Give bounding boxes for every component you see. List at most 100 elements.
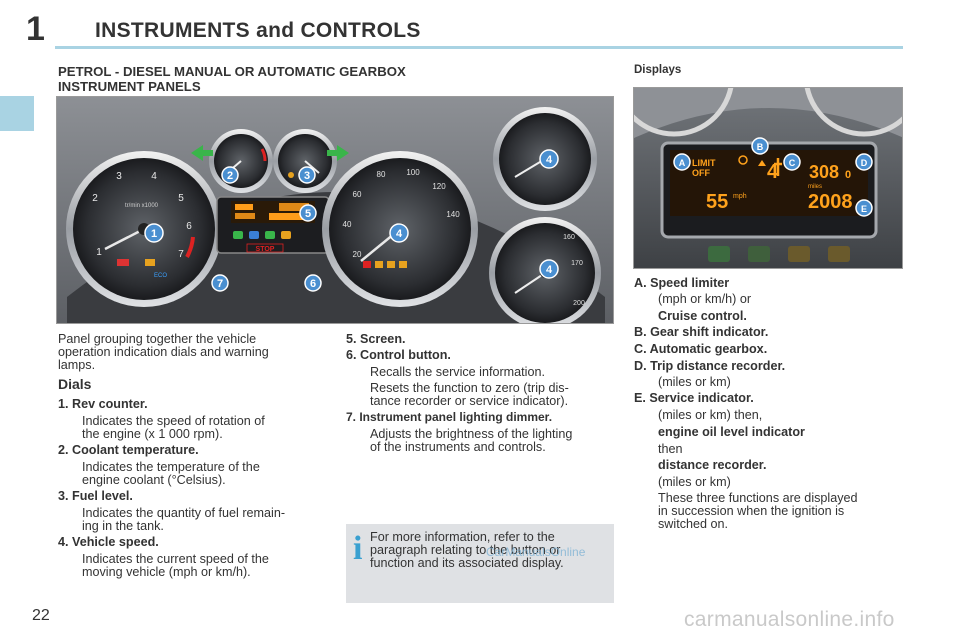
rev-counter-dial: 1 2 3 4 5 6 7 tr/min x1000 ECO bbox=[66, 151, 222, 307]
item-7-title: 7. Instrument panel lighting dimmer. bbox=[346, 410, 553, 424]
svg-text:5: 5 bbox=[305, 208, 311, 220]
speed-label-140: 140 bbox=[446, 210, 460, 219]
display-figure: LIMIT OFF 4 308 0 55 2008 mph miles A B … bbox=[633, 87, 903, 269]
speed-label-120: 120 bbox=[432, 182, 446, 191]
legend-d-title: D. Trip distance recorder. bbox=[634, 359, 786, 373]
detail-label-200: 200 bbox=[573, 300, 585, 307]
svg-text:D: D bbox=[861, 158, 868, 168]
gear-digit: 4 bbox=[767, 161, 779, 183]
display-callout-c: C bbox=[783, 153, 801, 171]
detail-label-160: 160 bbox=[563, 234, 575, 241]
rev-label-4: 4 bbox=[151, 171, 157, 182]
item-1-title: 1. Rev counter. bbox=[58, 397, 148, 411]
limit-line-1: LIMIT bbox=[692, 158, 716, 168]
legend-e-line-4: distance recorder. bbox=[658, 458, 767, 472]
section-title: PETROL - DIESEL MANUAL OR AUTOMATIC GEAR… bbox=[58, 64, 406, 94]
callout-3: 3 bbox=[298, 166, 316, 184]
display-callout-a: A bbox=[673, 153, 691, 171]
chapter-number: 1 bbox=[26, 10, 45, 48]
svg-text:B: B bbox=[757, 142, 764, 152]
fuel-dial bbox=[273, 129, 337, 193]
intro-text: Panel grouping together the vehicle oper… bbox=[58, 332, 269, 372]
speed-label-20: 20 bbox=[353, 250, 362, 259]
svg-text:4: 4 bbox=[546, 154, 553, 166]
displays-title: Displays bbox=[634, 64, 682, 76]
limit-line-2: OFF bbox=[692, 168, 710, 178]
svg-text:4: 4 bbox=[546, 264, 553, 276]
turn-left-arrow bbox=[191, 145, 213, 161]
rev-label-1: 1 bbox=[96, 247, 102, 258]
callout-5: 5 bbox=[299, 204, 317, 222]
callout-6: 6 bbox=[304, 274, 322, 292]
svg-text:1: 1 bbox=[151, 228, 157, 240]
item-3-title: 3. Fuel level. bbox=[58, 489, 133, 503]
instrument-panel-illustration: 1 2 3 4 5 6 7 tr/min x1000 ECO bbox=[57, 97, 613, 323]
detail-label-170: 170 bbox=[571, 260, 583, 267]
coolant-dial bbox=[209, 129, 273, 193]
callout-1: 1 bbox=[144, 223, 164, 243]
legend-b-title: B. Gear shift indicator. bbox=[634, 325, 769, 339]
speed-label-100: 100 bbox=[406, 168, 420, 177]
display-callout-b: B bbox=[751, 137, 769, 155]
info-icon: i bbox=[353, 530, 363, 567]
callout-4-upper: 4 bbox=[539, 149, 559, 169]
info-text: For more information, refer to the parag… bbox=[370, 530, 564, 570]
svg-text:2: 2 bbox=[227, 170, 233, 182]
item-3-desc: Indicates the quantity of fuel remain- i… bbox=[82, 506, 286, 533]
rev-label-5: 5 bbox=[178, 193, 184, 204]
svg-text:3: 3 bbox=[304, 170, 310, 182]
page-number: 22 bbox=[32, 607, 50, 624]
rev-label-3: 3 bbox=[116, 171, 122, 182]
svg-text:4: 4 bbox=[396, 228, 403, 240]
chapter-side-tab bbox=[0, 96, 34, 131]
miles-label: miles bbox=[808, 184, 822, 190]
legend-a-title: A. Speed limiter bbox=[634, 276, 730, 290]
legend-e-line-2: engine oil level indicator bbox=[658, 425, 805, 439]
instrument-panel-figure: 1 2 3 4 5 6 7 tr/min x1000 ECO bbox=[56, 96, 614, 324]
item-4-desc: Indicates the current speed of the movin… bbox=[82, 552, 269, 579]
legend-d-line-1: (miles or km) bbox=[658, 375, 731, 389]
item-2-desc: Indicates the temperature of the engine … bbox=[82, 460, 260, 487]
item-7-desc: Adjusts the brightness of the lighting o… bbox=[370, 427, 573, 454]
callout-4-main: 4 bbox=[389, 223, 409, 243]
stop-label: STOP bbox=[256, 246, 275, 253]
display-illustration: LIMIT OFF 4 308 0 55 2008 mph miles A B … bbox=[634, 88, 902, 268]
rev-label-2: 2 bbox=[92, 193, 98, 204]
callout-7: 7 bbox=[211, 274, 229, 292]
gear-shift-icon bbox=[738, 155, 748, 165]
speed-label-60: 60 bbox=[353, 190, 362, 199]
svg-text:C: C bbox=[789, 158, 796, 168]
turn-right-arrow bbox=[327, 145, 349, 161]
gear-up-arrow bbox=[758, 160, 766, 166]
callout-4-lower: 4 bbox=[539, 259, 559, 279]
info-box bbox=[346, 524, 614, 603]
speed-label-40: 40 bbox=[343, 220, 352, 229]
odometer-value: 2008 bbox=[808, 191, 853, 213]
gear-lever-icon bbox=[774, 158, 782, 176]
trip-decimal: 0 bbox=[845, 169, 851, 181]
footer-watermark: carmanualsonline.info bbox=[684, 608, 895, 631]
chapter-title: INSTRUMENTS and CONTROLS bbox=[95, 19, 421, 42]
info-watermark: CarManualsOnline bbox=[486, 545, 586, 559]
speed-unit: mph bbox=[733, 193, 747, 200]
rev-label-6: 6 bbox=[186, 221, 192, 232]
legend-e-line-3: then bbox=[658, 442, 683, 456]
speed-label-80: 80 bbox=[377, 170, 386, 179]
center-screen: STOP bbox=[216, 196, 330, 254]
legend-c-title: C. Automatic gearbox. bbox=[634, 342, 768, 356]
display-callout-e: E bbox=[855, 199, 873, 217]
item-6-desc-2: Resets the function to zero (trip dis- t… bbox=[370, 381, 569, 408]
rev-unit-label: tr/min x1000 bbox=[125, 203, 159, 209]
item-2-title: 2. Coolant temperature. bbox=[58, 443, 199, 457]
item-1-desc: Indicates the speed of rotation of the e… bbox=[82, 414, 265, 441]
header-rule bbox=[55, 46, 903, 49]
item-4-title: 4. Vehicle speed. bbox=[58, 535, 159, 549]
rev-label-7: 7 bbox=[178, 249, 184, 260]
callout-2: 2 bbox=[221, 166, 239, 184]
item-6-desc-1: Recalls the service information. bbox=[370, 365, 545, 379]
trip-value: 308 bbox=[809, 162, 839, 182]
legend-a-line-2: Cruise control. bbox=[658, 309, 747, 323]
item-5-title: 5. Screen. bbox=[346, 332, 406, 346]
svg-text:7: 7 bbox=[217, 278, 223, 290]
legend-e-line-1: (miles or km) then, bbox=[658, 408, 763, 422]
